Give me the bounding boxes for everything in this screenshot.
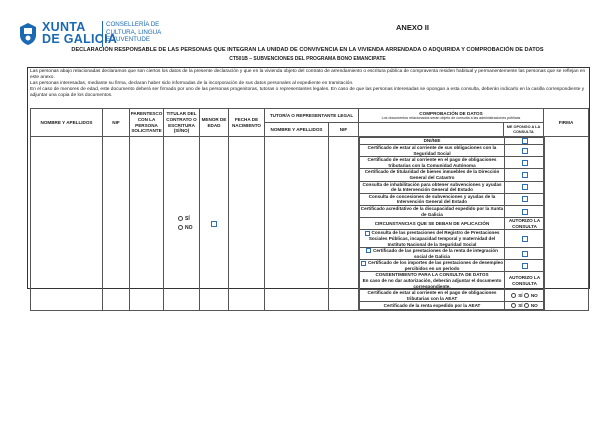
docs-cell: DNI/NIE Certificado de estar al corrient…	[358, 135, 545, 312]
no-radio[interactable]	[523, 303, 529, 309]
circ-checkbox[interactable]	[360, 260, 366, 266]
table-row: SÍ NO DNI/NIE Certificado de estar al co…	[30, 135, 589, 312]
authorize-label: AUTORIZO LA CONSULTA	[504, 271, 545, 291]
col-header-tutor-name: NOMBRE Y APELLIDOS	[264, 122, 329, 137]
col-header-name: NOMBRE Y APELLIDOS	[30, 108, 103, 137]
document-title: DECLARACIÓN RESPONSABLE DE LAS PERSONAS …	[71, 47, 544, 53]
authorize-checkbox[interactable]	[521, 250, 528, 257]
document-subtitle: CT501B – SUBVENCIONES DEL PROGRAMA BONO …	[229, 56, 386, 62]
annex-label: ANEXO II	[396, 23, 429, 32]
intro-paragraph: Las personas interesadas, mediante su fi…	[30, 80, 354, 86]
oppose-checkbox[interactable]	[521, 171, 528, 178]
authorize-checkbox[interactable]	[521, 262, 528, 269]
nif-cell[interactable]	[102, 135, 130, 312]
yes-radio[interactable]	[511, 303, 517, 309]
circ-checkbox[interactable]	[364, 230, 370, 236]
consent-subtitle: En caso de no dar autorización, deberán …	[362, 278, 502, 289]
col-header-data-check: COMPROBACIÓN DE DATOS Los documentos rel…	[358, 108, 544, 123]
holder-cell: SÍ NO	[163, 135, 200, 312]
yes-label: SÍ	[518, 303, 523, 309]
authorize-checkbox[interactable]	[521, 235, 528, 242]
xunta-logo: XUNTA DE GALICIA CONSELLERÍA DE CULTURA,…	[18, 21, 208, 49]
oppose-checkbox[interactable]	[521, 208, 528, 215]
doc-item: Certificado de titularidad de bienes inm…	[359, 168, 505, 182]
logo-line2: DE GALICIA	[42, 32, 118, 46]
col-header-birthdate: FECHA DE NACIMIENTO	[228, 108, 265, 137]
col-header-relationship: PARENTESCO CON LA PERSONA SOLICITANTE	[129, 108, 164, 137]
minor-checkbox[interactable]	[211, 220, 217, 227]
docs-table: DNI/NIE Certificado de estar al corrient…	[359, 137, 545, 311]
circ-item: Certificado de las prestaciones de la re…	[359, 247, 505, 261]
name-cell[interactable]	[30, 135, 103, 312]
data-check-title: COMPROBACIÓN DE DATOS	[419, 110, 483, 116]
col-header-docs	[358, 122, 504, 137]
no-label: NO	[185, 224, 193, 231]
doc-item: Consulta de concesiones de subvenciones …	[359, 192, 505, 206]
consent-header-cell: CONSENTIMIENTO PARA LA CONSULTA DE DATOS…	[359, 271, 505, 291]
col-header-minor: MENOR DE EDAD	[199, 108, 229, 137]
yes-label: SÍ	[518, 293, 523, 299]
circ-label: Certificado de las prestaciones de la re…	[373, 248, 498, 259]
yes-radio[interactable]	[511, 293, 517, 299]
no-radio[interactable]	[178, 224, 183, 230]
consent-item: Certificado de estar al corriente en el …	[359, 289, 505, 303]
data-check-subtitle: Los documentos relacionados serán objeto…	[381, 116, 521, 121]
oppose-checkbox[interactable]	[521, 147, 528, 154]
doc-item: Certificado de estar al corriente de sus…	[359, 143, 505, 158]
dept-line3: E XUVENTUDE	[106, 36, 151, 44]
col-header-holder: TITULAR DEL CONTRATO O ESCRITURA (SÍ/NO)	[163, 108, 200, 137]
holder-yes-option[interactable]: SÍ	[164, 215, 199, 224]
yes-radio[interactable]	[178, 215, 183, 221]
circumstances-header: CIRCUNSTANCIAS QUE SE DEBAN DE APLICACIÓ…	[359, 217, 505, 231]
consent-options: SÍ NO	[504, 301, 545, 311]
col-header-oppose: ME OPONGO A LA CONSULTA	[503, 122, 544, 137]
intro-paragraph: En el caso de menores de edad, este docu…	[30, 86, 585, 98]
yes-label: SÍ	[185, 215, 190, 222]
doc-item: Certificado acreditativo de la discapaci…	[359, 204, 505, 219]
oppose-checkbox[interactable]	[521, 159, 528, 166]
intro-paragraph: Las personas abajo relacionadas declaram…	[30, 69, 586, 80]
circ-item: Certificado de los importes de las prest…	[359, 259, 505, 273]
authorize-label: AUTORIZO LA CONSULTA	[504, 217, 545, 231]
circ-label: Certificado de los importes de las prest…	[367, 260, 504, 271]
birthdate-cell[interactable]	[228, 135, 265, 312]
oppose-checkbox[interactable]	[521, 184, 528, 191]
no-radio[interactable]	[523, 293, 529, 299]
col-header-nif: NIF	[102, 108, 130, 137]
no-label: NO	[530, 303, 538, 309]
holder-no-option[interactable]: NO	[164, 224, 199, 233]
circ-label: Consulta de las prestaciones del Registr…	[368, 230, 500, 247]
signature-cell[interactable]	[543, 135, 589, 312]
col-header-tutor-nif: NIF	[328, 122, 359, 137]
consent-item: Certificado de la renta expedido por la …	[359, 301, 505, 311]
consent-header: CONSENTIMIENTO PARA LA CONSULTA DE DATOS	[375, 272, 489, 278]
oppose-checkbox[interactable]	[521, 138, 528, 144]
tutor-name-cell[interactable]	[264, 135, 329, 312]
logo-line1: XUNTA	[42, 20, 86, 34]
logo-divider	[102, 21, 103, 47]
logo-department: CONSELLERÍA DE CULTURA, LINGUA E XUVENTU…	[106, 21, 161, 44]
consent-options: SÍ NO	[504, 289, 545, 303]
relationship-cell[interactable]	[129, 135, 164, 312]
galicia-seal-icon	[20, 23, 36, 45]
oppose-checkbox[interactable]	[521, 196, 528, 203]
col-header-signature: FIRMA	[543, 108, 589, 137]
intro-text: Las personas abajo relacionadas declaram…	[30, 69, 586, 99]
no-label: NO	[530, 293, 538, 299]
doc-dni: DNI/NIE	[359, 137, 505, 145]
doc-item: Consulta de inhabilitación para obtener …	[359, 180, 505, 194]
tutor-nif-cell[interactable]	[328, 135, 359, 312]
household-table: NOMBRE Y APELLIDOS NIF PARENTESCO CON LA…	[30, 108, 589, 312]
circ-item: Consulta de las prestaciones del Registr…	[359, 229, 505, 249]
circ-checkbox[interactable]	[366, 248, 372, 254]
doc-item: Certificado de estar al corriente en el …	[359, 156, 505, 170]
col-header-tutor: TUTOR/A O REPRESENTANTE LEGAL	[264, 108, 359, 123]
dept-line2: CULTURA, LINGUA	[106, 28, 162, 36]
minor-cell	[199, 135, 229, 312]
dept-line1: CONSELLERÍA DE	[106, 21, 160, 28]
